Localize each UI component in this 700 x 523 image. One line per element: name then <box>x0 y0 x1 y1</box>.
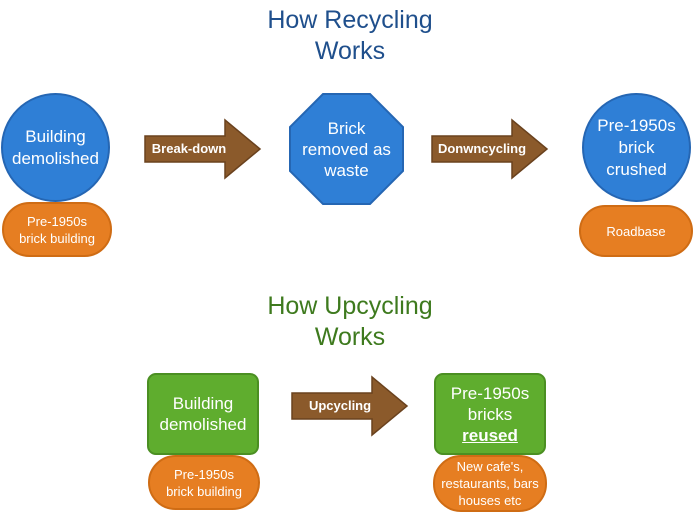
downcycling-arrow <box>431 118 549 180</box>
recycling-title-line2: Works <box>314 37 386 65</box>
brick-waste-octagon <box>289 93 404 205</box>
upcycling-label: Upcycling <box>308 398 372 413</box>
recycling-title: How Recycling Works <box>218 5 482 67</box>
upcycling-title: How Upcycling Works <box>218 291 482 353</box>
downcycling-label: Donwncycling <box>437 141 527 156</box>
break-down-label: Break-down <box>151 141 227 156</box>
upcycling-start-line2: demolished <box>159 415 247 434</box>
upcycling-end-line1: Pre-1950s <box>450 383 530 403</box>
brick-waste-text: Brick removed as waste <box>289 93 404 205</box>
octagon-line1: Brick <box>327 118 366 138</box>
upcycling-end-oval: New cafe's, restaurants, bars houses etc <box>433 455 547 512</box>
recycling-end-line1: Pre-1950s <box>597 115 676 135</box>
break-down-arrow <box>144 118 262 180</box>
upcycling-start-oval: Pre-1950s brick building <box>148 455 260 510</box>
recycling-building-demolished-node: Building demolished <box>1 93 110 202</box>
upcycling-title-line2: Works <box>314 323 386 351</box>
octagon-line3: waste <box>324 160 369 180</box>
recycling-start-oval-line1: Pre-1950s <box>27 213 87 229</box>
upcycling-end-oval-line3: houses etc <box>458 493 522 508</box>
upcycling-end-oval-line2: restaurants, bars <box>441 476 539 491</box>
recycling-start-line1: Building <box>25 126 86 146</box>
recycling-start-line2: demolished <box>12 148 99 168</box>
upcycling-end-line2: bricks <box>467 404 513 424</box>
upcycling-building-demolished-node: Building demolished <box>147 373 259 455</box>
upcycling-end-line3: reused <box>462 425 518 445</box>
octagon-line2: removed as <box>302 139 391 159</box>
roadbase-oval: Roadbase <box>579 205 693 257</box>
roadbase-label: Roadbase <box>606 223 666 239</box>
upcycling-end-oval-line1: New cafe's, <box>456 459 524 474</box>
recycling-end-line3: crushed <box>606 159 667 179</box>
recycling-title-line1: How Recycling <box>267 6 433 34</box>
recycling-brick-crushed-node: Pre-1950s brick crushed <box>582 93 691 202</box>
recycling-start-oval-line2: brick building <box>19 230 95 246</box>
upcycling-bricks-reused-node: Pre-1950s bricks reused <box>434 373 546 455</box>
upcycling-start-oval-line2: brick building <box>166 483 242 499</box>
upcycling-start-line1: Building <box>172 394 234 413</box>
recycling-end-line2: brick <box>618 137 655 157</box>
upcycling-start-oval-line1: Pre-1950s <box>174 466 234 482</box>
upcycling-arrow <box>291 375 409 437</box>
upcycling-title-line1: How Upcycling <box>267 292 433 320</box>
recycling-start-oval: Pre-1950s brick building <box>2 202 112 257</box>
